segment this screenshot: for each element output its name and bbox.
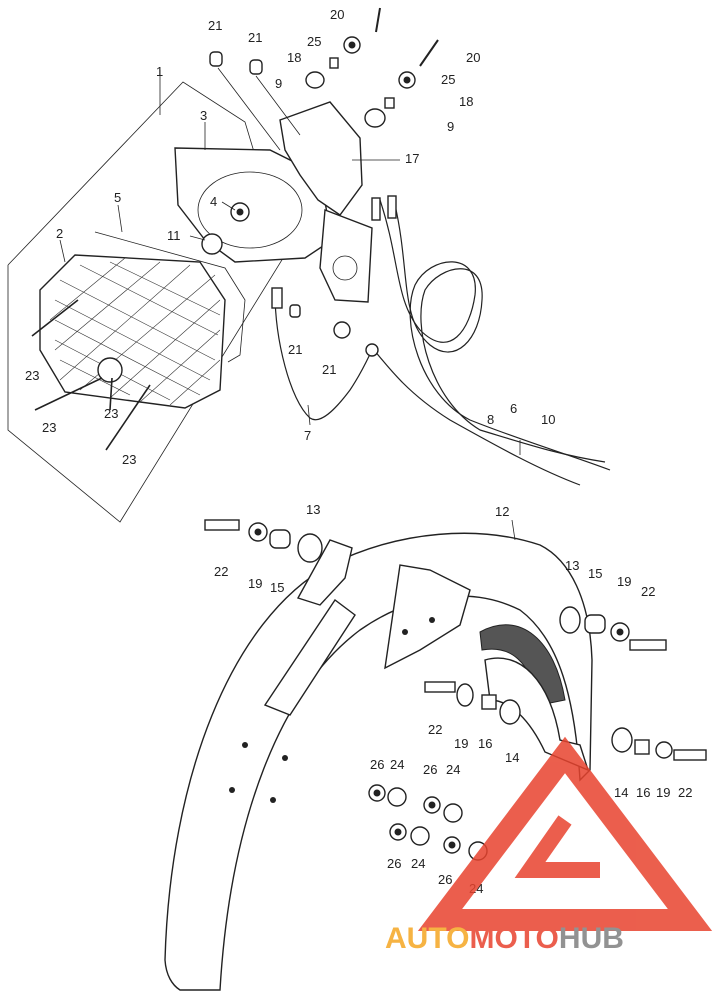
callout-13b: 13 <box>565 558 579 573</box>
callout-2: 2 <box>56 226 63 241</box>
right-mount-hardware <box>559 606 667 651</box>
housing-inner <box>197 171 303 249</box>
fender-nuts-washers <box>368 784 488 861</box>
callout-14a: 14 <box>505 750 519 765</box>
callout-17: 17 <box>405 151 419 166</box>
callout-8: 8 <box>487 412 494 427</box>
callout-26b: 26 <box>423 762 437 777</box>
fender-bracket-left <box>296 539 353 606</box>
callout-21a: 21 <box>208 18 222 33</box>
callout-12: 12 <box>495 504 509 519</box>
callout-19d: 19 <box>656 785 670 800</box>
callout-18b: 18 <box>459 94 473 109</box>
callout-22b: 22 <box>641 584 655 599</box>
bracket-hole <box>332 255 358 281</box>
callout-22c: 22 <box>428 722 442 737</box>
callout-24a: 24 <box>390 757 404 772</box>
callout-26d: 26 <box>438 872 452 887</box>
watermark-hub: HUB <box>559 922 624 955</box>
bolt-leaders <box>217 67 301 151</box>
callout-21d: 21 <box>322 362 336 377</box>
callout-26c: 26 <box>387 856 401 871</box>
callout-23a: 23 <box>25 368 39 383</box>
callout-22d: 22 <box>678 785 692 800</box>
callout-5: 5 <box>114 190 121 205</box>
callout-14b: 14 <box>614 785 628 800</box>
watermark-moto: MOTO <box>469 922 558 955</box>
watermark-inner-mark <box>514 815 600 878</box>
tail-light-lens <box>39 254 226 409</box>
callout-26a: 26 <box>370 757 384 772</box>
callout-18a: 18 <box>287 50 301 65</box>
callout-15b: 15 <box>588 566 602 581</box>
callout-9b: 9 <box>447 119 454 134</box>
callout-13a: 13 <box>306 502 320 517</box>
lens-gasket <box>94 231 246 363</box>
callout-16b: 16 <box>636 785 650 800</box>
callout-labels: 1 2 3 4 5 6 7 8 9 9 10 11 12 13 13 14 14… <box>25 7 692 896</box>
lens-mesh-pattern <box>49 257 221 406</box>
mount-hardware <box>305 7 439 128</box>
wiring-harness <box>274 199 611 486</box>
callout-22a: 22 <box>214 564 228 579</box>
callout-19a: 19 <box>248 576 262 591</box>
callout-4: 4 <box>210 194 217 209</box>
watermark-logo: AUTOMOTOHUB <box>385 736 713 955</box>
callout-11: 11 <box>167 228 181 243</box>
callout-23d: 23 <box>122 452 136 467</box>
stay-hardware <box>424 681 707 761</box>
fender-holes <box>229 617 435 803</box>
callout-24c: 24 <box>411 856 425 871</box>
callout-6: 6 <box>510 401 517 416</box>
callout-19c: 19 <box>454 736 468 751</box>
tail-light-housing <box>174 147 333 263</box>
callout-20a: 20 <box>330 7 344 22</box>
left-mount-hardware <box>204 519 323 563</box>
watermark-triangle <box>417 736 713 931</box>
bulb-small <box>201 233 223 255</box>
svg-text:AUTOMOTOHUB: AUTOMOTOHUB <box>385 922 624 955</box>
callout-21c: 21 <box>288 342 302 357</box>
callout-20b: 20 <box>466 50 480 65</box>
rear-fender <box>164 532 593 991</box>
callout-23c: 23 <box>104 406 118 421</box>
callout-19b: 19 <box>617 574 631 589</box>
bracket-bolts <box>209 51 351 339</box>
fender-inner-panel <box>479 624 566 706</box>
callout-23b: 23 <box>42 420 56 435</box>
lens-reflector <box>97 357 123 383</box>
callout-leaders <box>59 70 521 541</box>
callout-24b: 24 <box>446 762 460 777</box>
bulb-center <box>236 208 244 216</box>
callout-25a: 25 <box>307 34 321 49</box>
callout-15a: 15 <box>270 580 284 595</box>
watermark-auto: AUTO <box>385 922 469 955</box>
fender-bracket-right <box>384 564 471 670</box>
callout-1: 1 <box>156 64 163 79</box>
callout-9a: 9 <box>275 76 282 91</box>
callout-16a: 16 <box>478 736 492 751</box>
tail-light-assembly <box>7 7 611 523</box>
lens-screws <box>31 299 151 451</box>
callout-3: 3 <box>200 108 207 123</box>
callout-10: 10 <box>541 412 555 427</box>
callout-25b: 25 <box>441 72 455 87</box>
callout-7: 7 <box>304 428 311 443</box>
callout-21b: 21 <box>248 30 262 45</box>
wire-connectors <box>271 195 397 357</box>
fender-reflector-strip <box>263 598 356 716</box>
